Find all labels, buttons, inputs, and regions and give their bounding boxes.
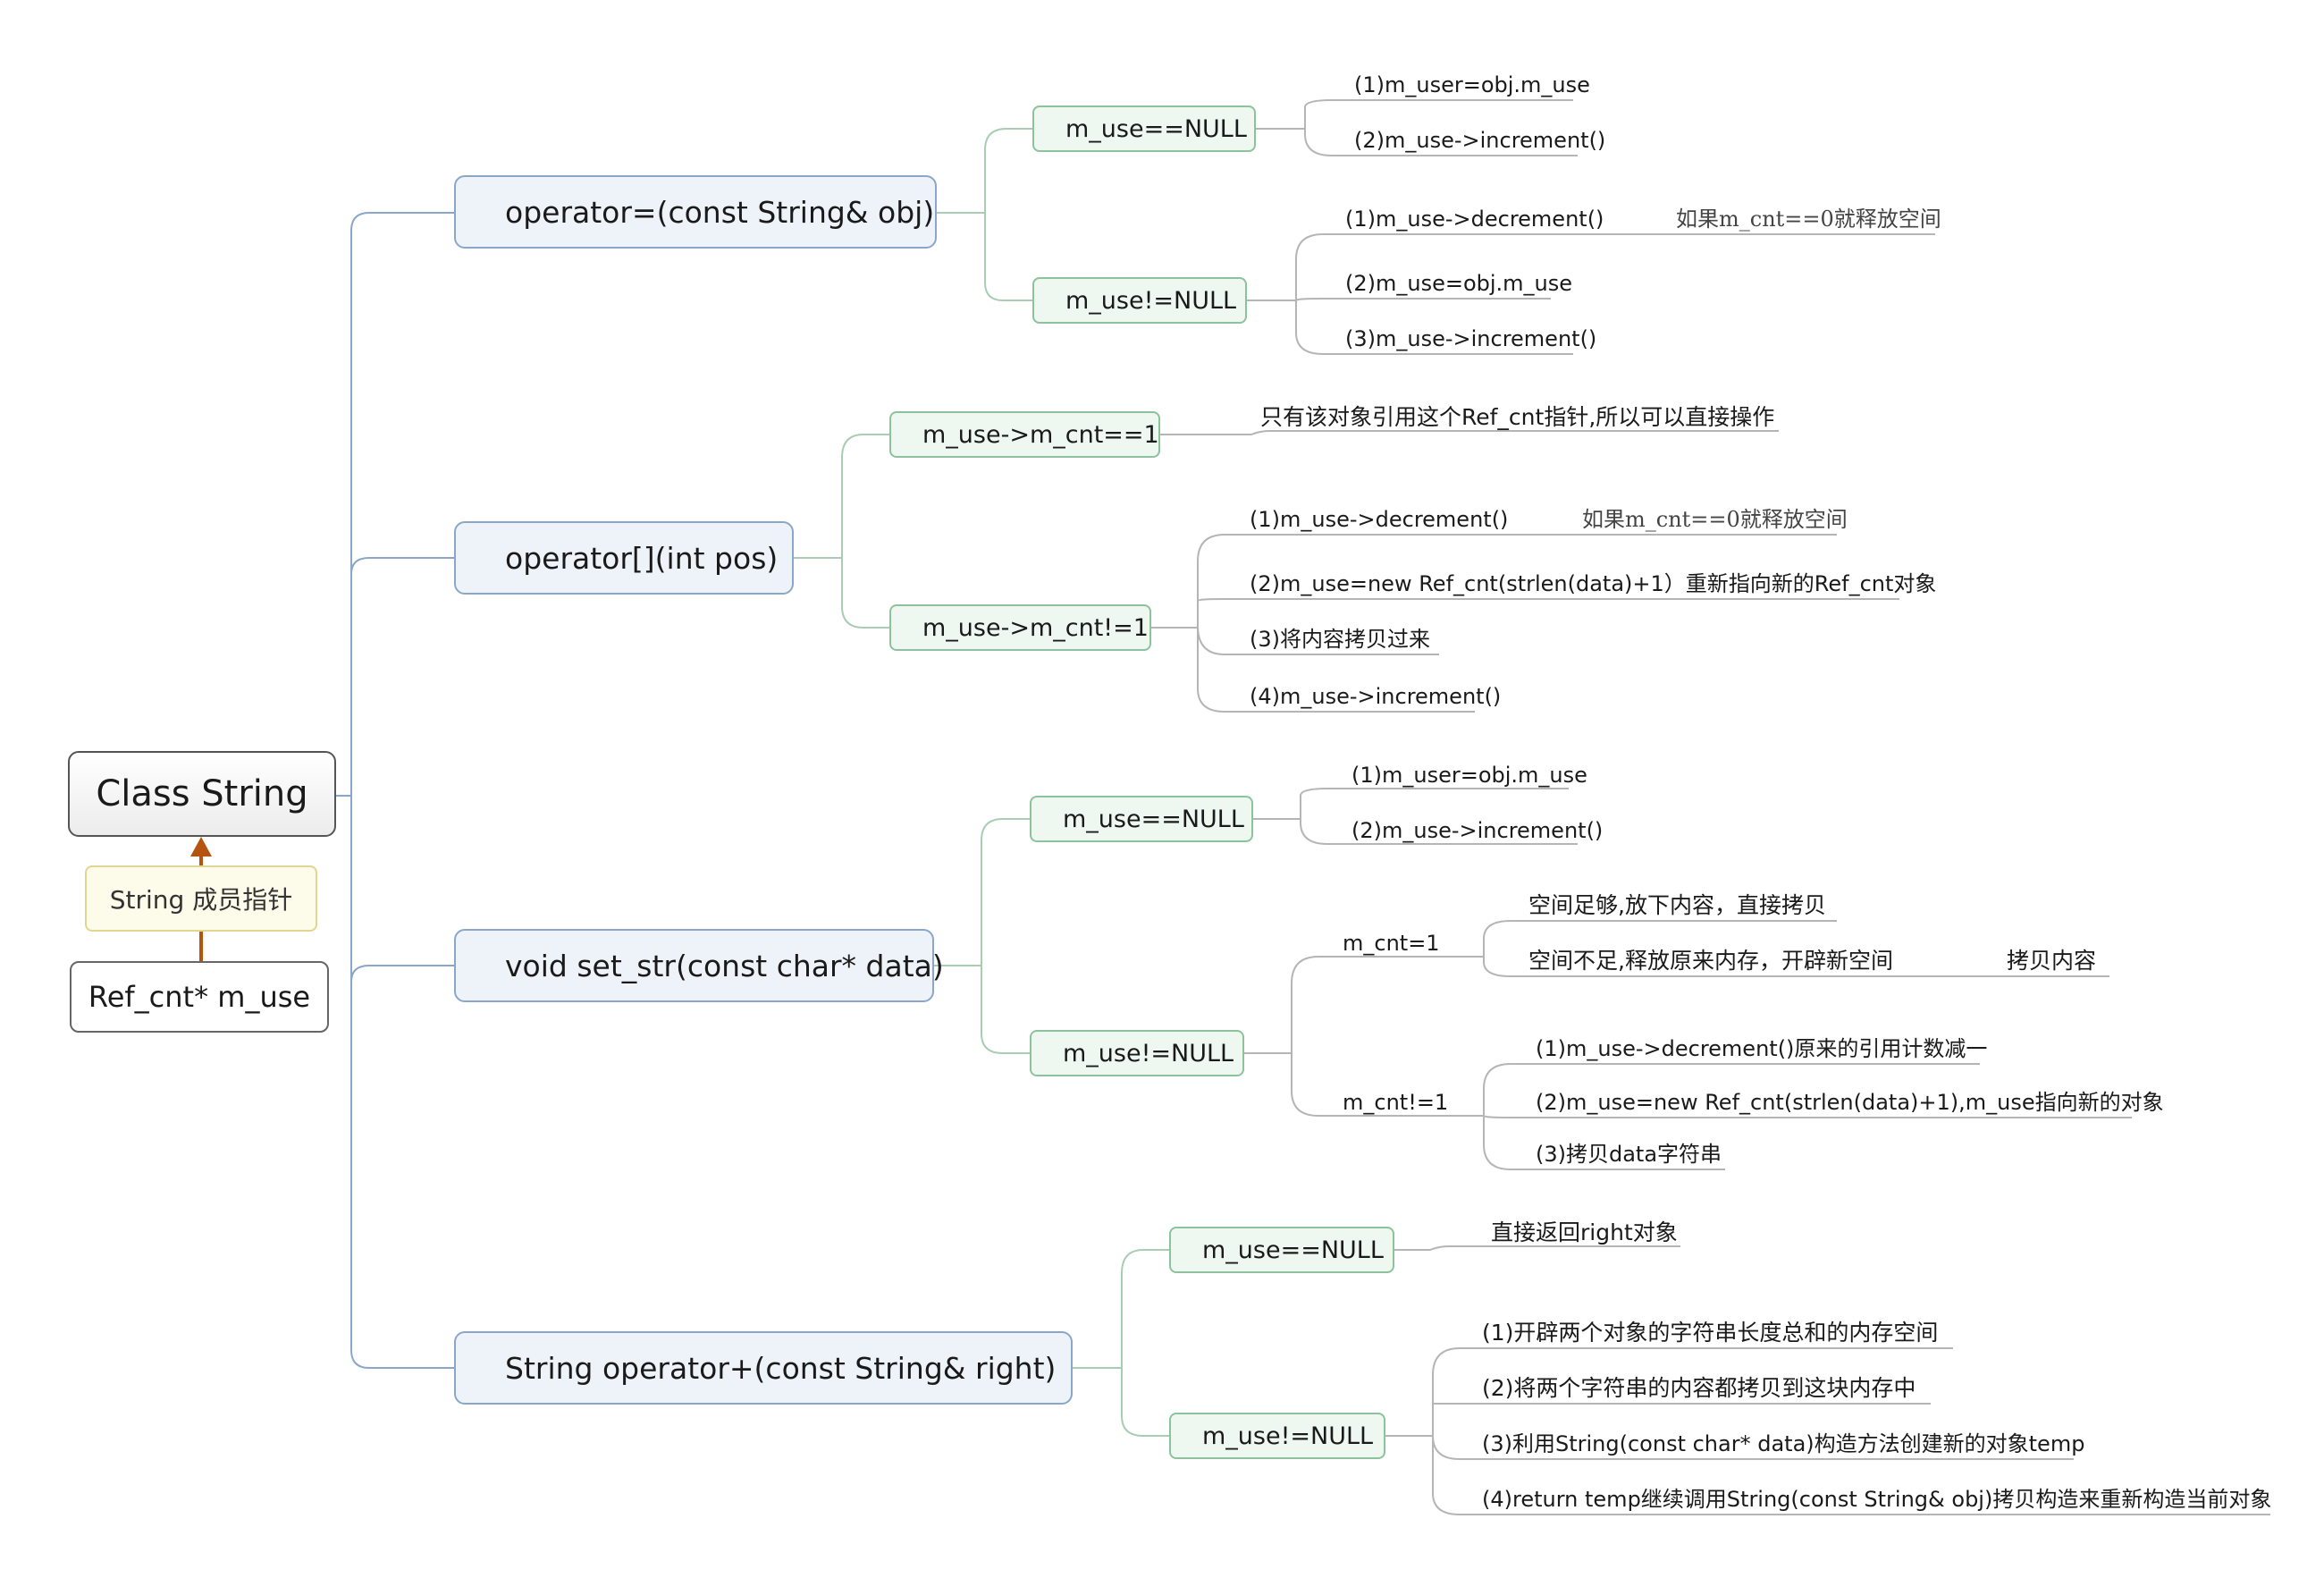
cond-node[interactable]: m_use==NULL: [1030, 796, 1253, 842]
connector-leaves-2b: [1151, 534, 1899, 713]
cond-label: m_use!=NULL: [1202, 1422, 1374, 1450]
connector-leaves-3c: [1475, 920, 2109, 977]
connector-leaves-3a: [1253, 788, 1578, 845]
branch-label: void set_str(const char* data): [505, 948, 944, 983]
cond-node[interactable]: m_use->m_cnt==1: [889, 411, 1160, 458]
connector-leaves-1b: [1247, 233, 1935, 355]
leaf-item: (1)开辟两个对象的字符串长度总和的内存空间: [1482, 1320, 1939, 1346]
leaf-item: (3)将内容拷贝过来: [1250, 627, 1430, 652]
leaf-item: (1)m_use->decrement()原来的引用计数减一: [1536, 1036, 1988, 1061]
member-label: Ref_cnt* m_use: [88, 980, 311, 1014]
branch-label: operator[](int pos): [505, 540, 779, 576]
leaf-item: (2)m_use->increment(): [1354, 128, 1606, 153]
branch-operator-assign[interactable]: operator=(const String& obj): [454, 175, 937, 249]
connector-leaves-1a: [1256, 99, 1578, 156]
branch-set-str[interactable]: void set_str(const char* data): [454, 929, 944, 1002]
leaf-item: (1)m_use->decrement(): [1345, 207, 1604, 232]
connector-leaves-4b: [1385, 1347, 2270, 1515]
cond-label: m_use==NULL: [1063, 805, 1244, 833]
leaf-item: (2)m_use=new Ref_cnt(strlen(data)+1）重新指向…: [1250, 571, 1937, 596]
leaf-item: (1)m_user=obj.m_use: [1354, 72, 1590, 97]
cond-label: m_use->m_cnt==1: [922, 420, 1159, 449]
leaf-item: 空间足够,放下内容，直接拷贝: [1528, 892, 1826, 918]
leaf-item: (3)拷贝data字符串: [1536, 1142, 1722, 1167]
arrow-head: [190, 837, 212, 857]
connector-branch-2: [794, 434, 889, 629]
connector-branch-4: [1073, 1249, 1169, 1437]
connector-leaves-4a: [1394, 1245, 1680, 1251]
connector-leaves-2a: [1160, 430, 1779, 435]
cond-label: m_use==NULL: [1065, 114, 1247, 143]
cond-label: m_use!=NULL: [1063, 1039, 1234, 1067]
leaf-item: (2)m_use=obj.m_use: [1345, 271, 1573, 296]
leaf-note: 如果m_cnt==0就释放空间: [1676, 207, 1941, 232]
leaf-item: 直接返回right对象: [1491, 1219, 1678, 1245]
leaf-item: (1)m_user=obj.m_use: [1351, 763, 1587, 788]
leaf-item: (2)将两个字符串的内容都拷贝到这块内存中: [1482, 1375, 1916, 1401]
leaf-item: 只有该对象引用这个Ref_cnt指针,所以可以直接操作: [1260, 404, 1775, 430]
connector-branch-3: [934, 818, 1030, 1054]
leaf-item: (2)m_use=new Ref_cnt(strlen(data)+1),m_u…: [1536, 1090, 2164, 1115]
cond-node[interactable]: m_use!=NULL: [1030, 1030, 1244, 1076]
root-label: Class String: [96, 773, 308, 814]
leaf-item: (4)m_use->increment(): [1250, 684, 1502, 709]
cond-node[interactable]: m_use==NULL: [1032, 105, 1256, 152]
connector-branch-1: [937, 128, 1032, 301]
connector-root-branches: [335, 212, 454, 1369]
relation-label-node: String 成员指针: [85, 865, 317, 932]
leaf-item: (2)m_use->increment(): [1351, 818, 1604, 843]
sub-cond-label: m_cnt!=1: [1343, 1090, 1449, 1115]
leaf-item: 空间不足,释放原来内存，开辟新空间: [1528, 948, 1893, 974]
branch-label: operator=(const String& obj): [505, 194, 935, 230]
relation-label: String 成员指针: [109, 885, 293, 915]
cond-node[interactable]: m_use!=NULL: [1032, 277, 1247, 324]
sub-cond-label: m_cnt=1: [1343, 931, 1440, 956]
cond-node[interactable]: m_use!=NULL: [1169, 1413, 1385, 1459]
leaf-item: (4)return temp继续调用String(const String& o…: [1482, 1487, 2272, 1512]
connector-leaves-3d: [1475, 1063, 2132, 1170]
branch-label: String operator+(const String& right): [505, 1350, 1057, 1386]
leaf-item: (3)利用String(const char* data)构造方法创建新的对象t…: [1482, 1431, 2085, 1456]
cond-label: m_use->m_cnt!=1: [922, 613, 1149, 642]
root-node[interactable]: Class String: [68, 751, 336, 837]
cond-node[interactable]: m_use==NULL: [1169, 1227, 1394, 1273]
cond-label: m_use!=NULL: [1065, 286, 1237, 315]
leaf-note: 如果m_cnt==0就释放空间: [1582, 507, 1848, 532]
branch-operator-plus[interactable]: String operator+(const String& right): [454, 1331, 1073, 1405]
leaf-item: (3)m_use->increment(): [1345, 326, 1597, 351]
branch-operator-index[interactable]: operator[](int pos): [454, 521, 794, 595]
cond-node[interactable]: m_use->m_cnt!=1: [889, 604, 1151, 651]
cond-label: m_use==NULL: [1202, 1236, 1384, 1264]
connector-leaves-3b: [1244, 956, 1475, 1117]
member-node[interactable]: Ref_cnt* m_use: [70, 961, 329, 1033]
leaf-note: 拷贝内容: [2007, 948, 2097, 974]
leaf-item: (1)m_use->decrement(): [1250, 507, 1509, 532]
